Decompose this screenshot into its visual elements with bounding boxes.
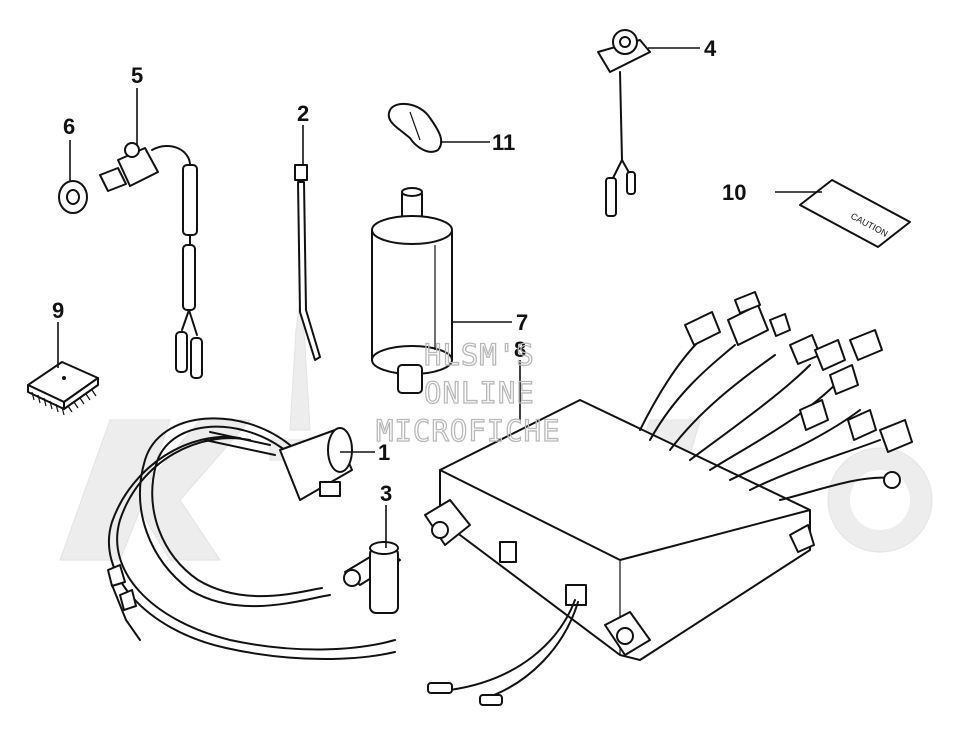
callout-9: 9 — [52, 298, 64, 323]
callout-2: 2 — [297, 101, 309, 126]
watermark: HLSM'S ONLINE MICROFICHE — [375, 337, 561, 448]
washer-part-6 — [58, 180, 88, 214]
caution-decal-part-10: CAUTION — [799, 179, 911, 248]
watermark-line-2: ONLINE — [424, 376, 535, 410]
callouts: 1 2 3 4 5 6 7 8 9 10 11 — [52, 36, 746, 506]
leader-lines — [57, 47, 822, 548]
sensor-part-5 — [99, 142, 203, 379]
fuel-pump-part-7 — [371, 187, 453, 394]
callout-10: 10 — [722, 180, 746, 205]
callout-8: 8 — [514, 337, 526, 362]
callout-5: 5 — [131, 63, 143, 88]
cable-tie-part-2 — [294, 164, 321, 361]
clip-part-11 — [387, 102, 443, 153]
watermark-line-1: HLSM'S — [424, 338, 535, 372]
ignition-coil-part-1 — [107, 417, 396, 660]
spark-plug-cap-part-3 — [343, 541, 401, 614]
callout-6: 6 — [63, 114, 75, 139]
ecu-unit-part-8 — [424, 291, 913, 706]
callout-7: 7 — [516, 310, 528, 335]
callout-1: 1 — [378, 440, 390, 465]
chip-part-9 — [27, 361, 99, 416]
callout-11: 11 — [492, 130, 515, 155]
callout-4: 4 — [704, 36, 717, 61]
callout-3: 3 — [380, 481, 392, 506]
watermark-line-3: MICROFICHE — [376, 414, 561, 448]
temp-sensor-part-4 — [597, 29, 651, 217]
